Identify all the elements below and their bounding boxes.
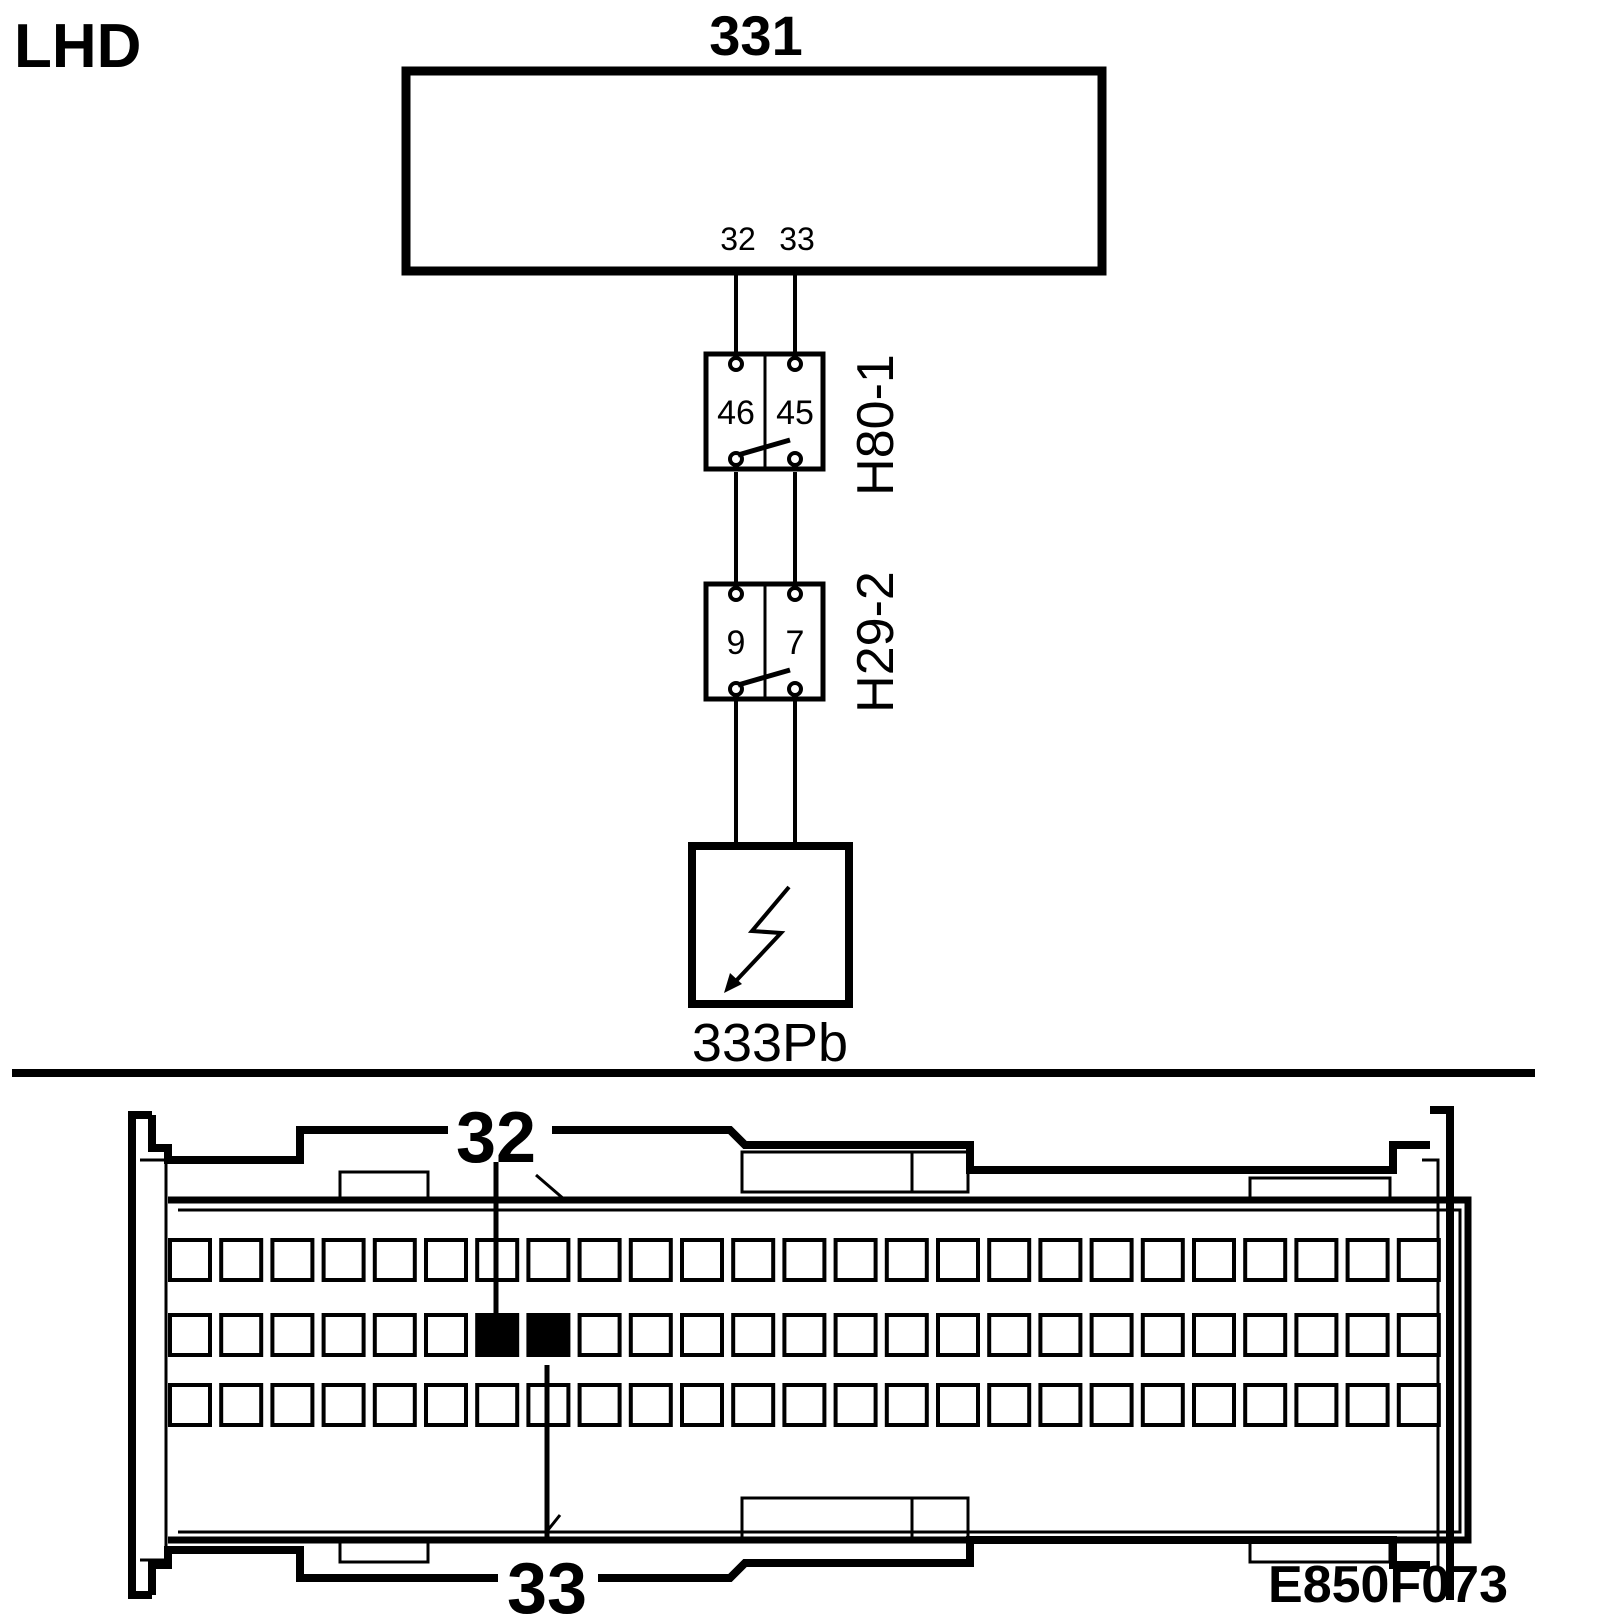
pin-cavity [321,1238,366,1282]
pin-cavity [1243,1313,1288,1357]
pin-cavity [1396,1238,1441,1282]
pin-cavity [936,1313,980,1357]
pin-cavity [1345,1238,1390,1282]
pin-cavity [884,1383,929,1427]
pin-cavity [1140,1313,1185,1357]
pin-cavity [168,1313,212,1357]
pin-cavity [577,1313,622,1357]
pin-cavity [372,1313,417,1357]
pin-cavity-highlighted [475,1313,520,1357]
pin-cavity [372,1238,417,1282]
pin-cavity [987,1238,1032,1282]
pin-cavity [321,1383,366,1427]
module-box [401,66,1107,276]
pin-cavity [987,1383,1032,1427]
pin-cavity [1294,1383,1339,1427]
ground-box [688,842,853,1008]
pin-cavity [628,1238,673,1282]
pin-cavity [731,1238,776,1282]
drive-side-label: LHD [14,12,141,81]
pin-cavity [270,1238,315,1282]
pin-cavity [987,1313,1032,1357]
pin-cavity [1192,1383,1236,1427]
h80-1-pin-46: 46 [717,394,755,432]
pin-cavity [680,1238,724,1282]
pin-cavity [424,1383,468,1427]
h29-2-pin-9: 9 [727,624,746,662]
pin-cavity [680,1383,724,1427]
h29-2-pin-7: 7 [786,624,805,662]
module-pin-33: 33 [779,221,815,257]
pin-cavity [1038,1383,1083,1427]
pin-cavity [1038,1313,1083,1357]
pin-cavity [628,1383,673,1427]
pin-cavity [270,1313,315,1357]
pin-cavity [372,1383,417,1427]
pin-cavity [577,1383,622,1427]
pin-cavity [936,1238,980,1282]
pin-cavity [1345,1383,1390,1427]
pin-cavity [1140,1238,1185,1282]
module-pin-32: 32 [720,221,756,257]
connector-pin-32-label: 32 [456,1098,536,1178]
pin-cavity [168,1238,212,1282]
pin-cavity [526,1238,571,1282]
pin-cavity [424,1313,468,1357]
pin-cavity [833,1383,878,1427]
pin-cavity [270,1383,315,1427]
pin-cavity [1294,1238,1339,1282]
pin-cavity [1089,1313,1134,1357]
pin-cavity [168,1383,212,1427]
pin-cavity [731,1383,776,1427]
pin-cavity [219,1313,264,1357]
connector-face-view [128,1106,1472,1600]
pin-cavity [782,1238,827,1282]
pin-cavity [321,1313,366,1357]
pin-cavity [1089,1238,1134,1282]
pin-cavity [936,1383,980,1427]
pin-cavity [1396,1383,1441,1427]
pin-cavity [1140,1383,1185,1427]
pin-cavity [1192,1238,1236,1282]
connector-h80-1 [703,351,826,472]
pin-cavity [833,1313,878,1357]
connector-pin-grid [168,1238,1441,1427]
ground-id-label: 333Pb [692,1013,848,1073]
pin-cavity [782,1313,827,1357]
pin-cavity [1294,1313,1339,1357]
pin-cavity [782,1383,827,1427]
pin-cavity [1192,1313,1236,1357]
pin-cavity [1038,1238,1083,1282]
h80-1-pin-45: 45 [776,394,814,432]
pin-cavity [219,1238,264,1282]
pin-cavity [475,1383,520,1427]
pin-cavity [424,1238,468,1282]
pin-cavity [884,1313,929,1357]
pin-cavity [1345,1313,1390,1357]
connector-h80-1-label: H80-1 [847,354,905,496]
pin-cavity [1243,1383,1288,1427]
lightning-arrow-icon [724,885,791,993]
pin-cavity [1396,1313,1441,1357]
pin-cavity [577,1238,622,1282]
module-id-label: 331 [709,4,802,67]
connector-h29-2-label: H29-2 [847,571,905,713]
figure-code: E850F073 [1268,1556,1508,1614]
pin-cavity-highlighted [526,1313,571,1357]
pin-cavity [1089,1383,1134,1427]
pin-cavity [680,1313,724,1357]
pin-cavity [731,1313,776,1357]
pin-cavity [833,1238,878,1282]
pin-cavity [1243,1238,1288,1282]
pin-cavity [628,1313,673,1357]
connector-h29-2 [703,581,826,702]
connector-pin-33-label: 33 [507,1549,587,1622]
pin-cavity [219,1383,264,1427]
pin-cavity [884,1238,929,1282]
